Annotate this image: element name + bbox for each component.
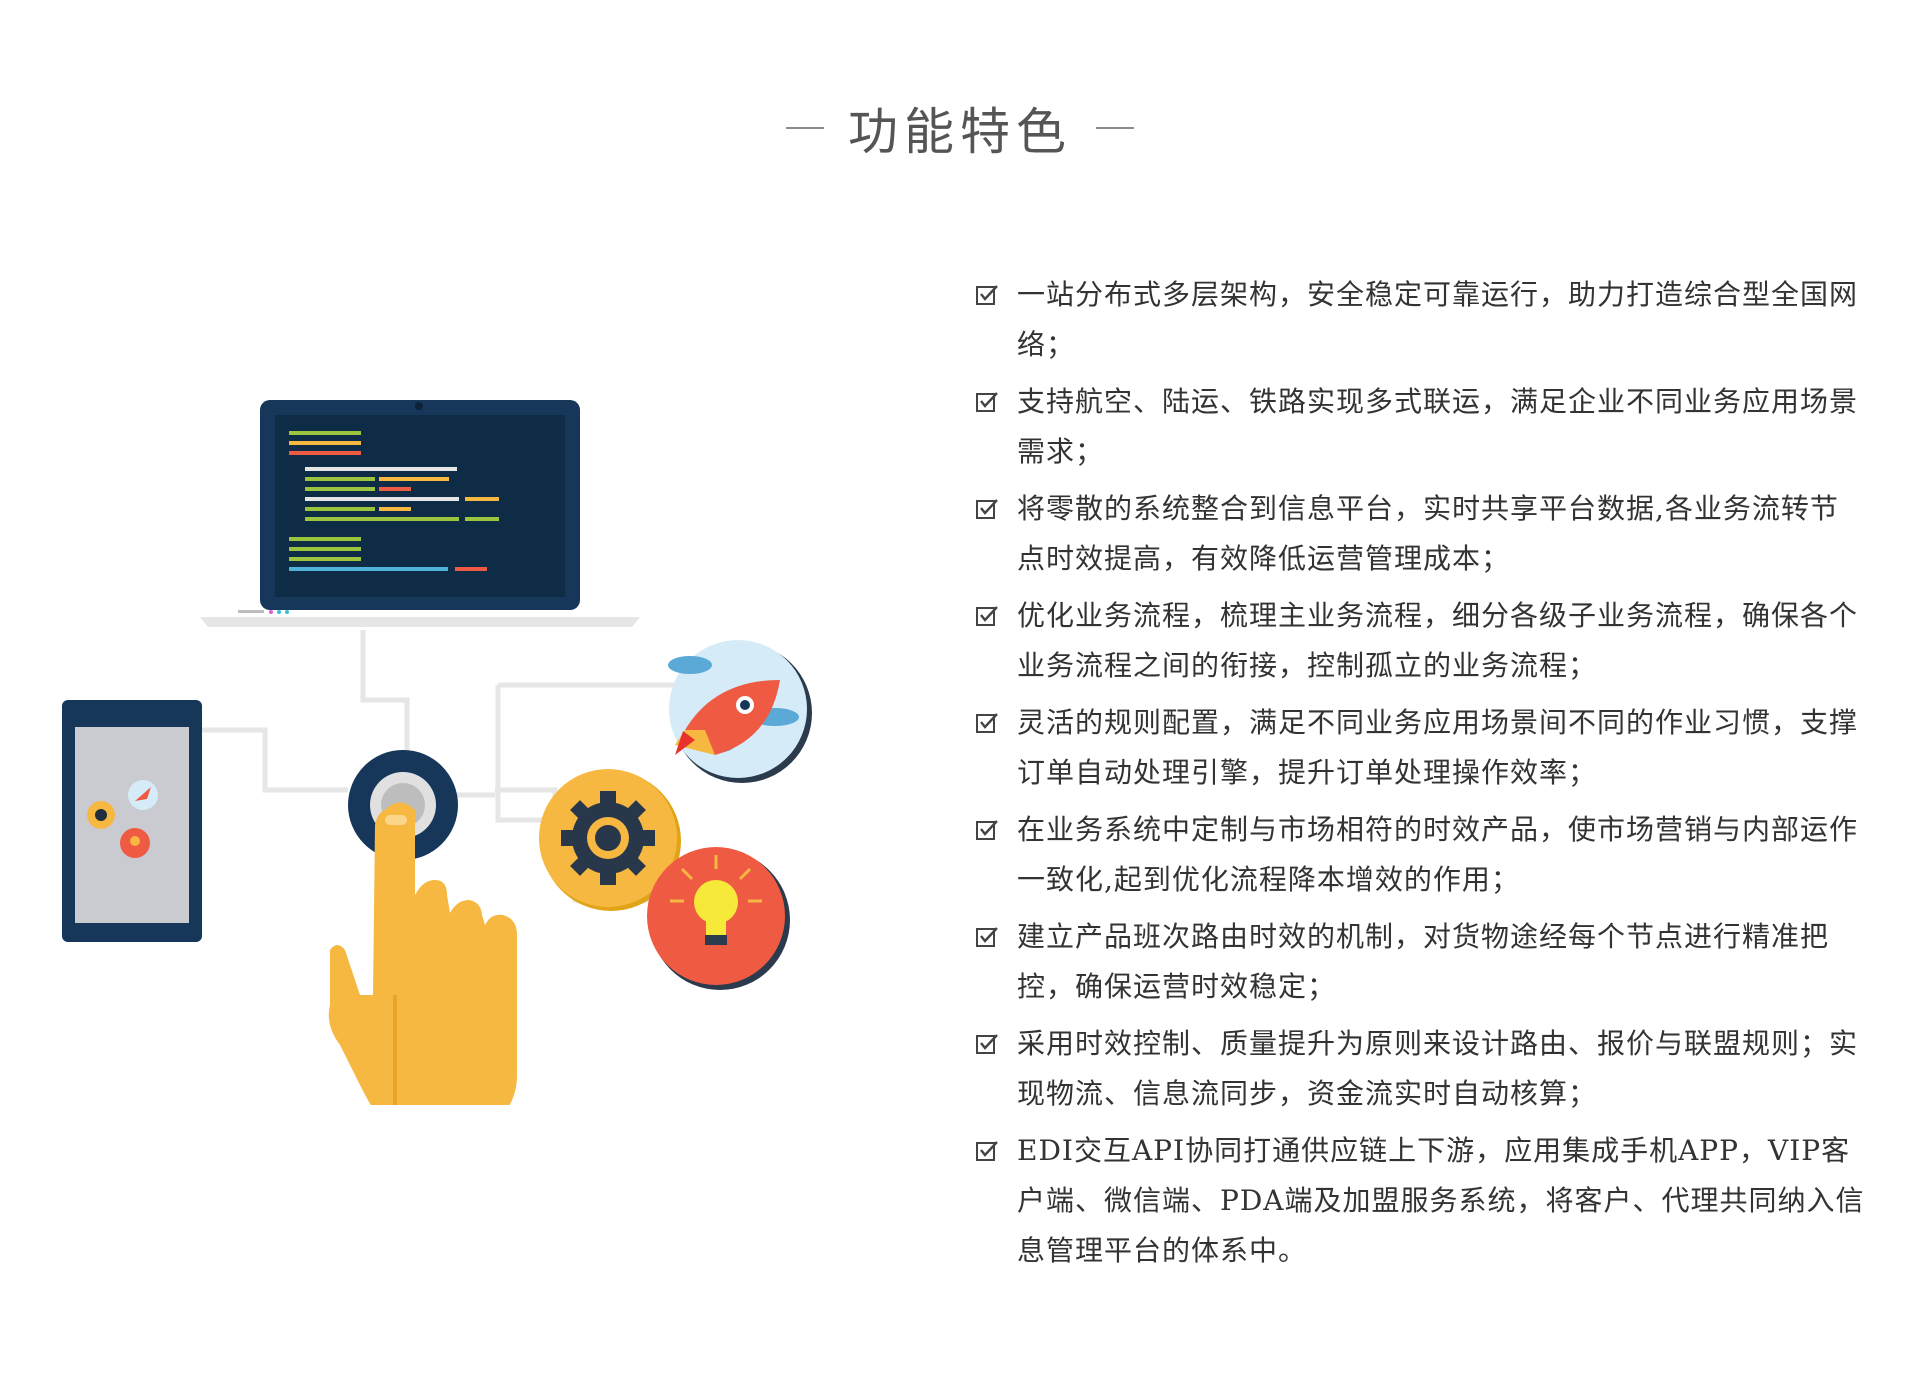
lightbulb-icon — [647, 847, 790, 990]
title-dash-right — [1096, 127, 1134, 129]
rocket-icon — [668, 640, 812, 783]
laptop-icon — [200, 400, 640, 627]
list-item: 在业务系统中定制与市场相符的时效产品，使市场营销与内部运作一致化,起到优化流程降… — [975, 805, 1865, 905]
list-item: 优化业务流程，梳理主业务流程，细分各级子业务流程，确保各个业务流程之间的衔接，控… — [975, 591, 1865, 691]
list-item: 灵活的规则配置，满足不同业务应用场景间不同的作业习惯，支撑订单自动处理引擎，提升… — [975, 698, 1865, 798]
pointing-hand-icon — [328, 802, 517, 1105]
checkbox-icon — [975, 270, 1017, 320]
list-item: 一站分布式多层架构，安全稳定可靠运行，助力打造综合型全国网络； — [975, 270, 1865, 370]
checkbox-icon — [975, 698, 1017, 748]
checkbox-icon — [975, 484, 1017, 534]
title-dash-left — [786, 127, 824, 129]
feature-text: 支持航空、陆运、铁路实现多式联运，满足企业不同业务应用场景需求； — [1017, 385, 1859, 468]
feature-text: 将零散的系统整合到信息平台，实时共享平台数据,各业务流转节点时效提高，有效降低运… — [1017, 492, 1839, 575]
gear-icon — [539, 769, 681, 911]
list-item: EDI交互API协同打通供应链上下游，应用集成手机APP，VIP客户端、微信端、… — [975, 1126, 1865, 1276]
checkbox-icon — [975, 805, 1017, 855]
checkbox-icon — [975, 591, 1017, 641]
feature-text: EDI交互API协同打通供应链上下游，应用集成手机APP，VIP客户端、微信端、… — [1017, 1134, 1865, 1267]
feature-text: 采用时效控制、质量提升为原则来设计路由、报价与联盟规则；实现物流、信息流同步，资… — [1017, 1027, 1859, 1110]
list-item: 支持航空、陆运、铁路实现多式联运，满足企业不同业务应用场景需求； — [975, 377, 1865, 477]
feature-text: 建立产品班次路由时效的机制，对货物途经每个节点进行精准把控，确保运营时效稳定； — [1017, 920, 1830, 1003]
section-header: 功能特色 — [0, 92, 1920, 164]
checkbox-icon — [975, 1019, 1017, 1069]
feature-text: 一站分布式多层架构，安全稳定可靠运行，助力打造综合型全国网络； — [1017, 278, 1859, 361]
checkbox-icon — [975, 912, 1017, 962]
feature-illustration — [62, 400, 812, 1105]
list-item: 建立产品班次路由时效的机制，对货物途经每个节点进行精准把控，确保运营时效稳定； — [975, 912, 1865, 1012]
feature-text: 优化业务流程，梳理主业务流程，细分各级子业务流程，确保各个业务流程之间的衔接，控… — [1017, 599, 1859, 682]
tablet-icon — [62, 700, 202, 942]
checkbox-icon — [975, 377, 1017, 427]
feature-text: 灵活的规则配置，满足不同业务应用场景间不同的作业习惯，支撑订单自动处理引擎，提升… — [1017, 706, 1859, 789]
feature-list: 一站分布式多层架构，安全稳定可靠运行，助力打造综合型全国网络； 支持航空、陆运、… — [975, 270, 1865, 1283]
page-title: 功能特色 — [848, 103, 1072, 161]
checkbox-icon — [975, 1126, 1017, 1176]
feature-text: 在业务系统中定制与市场相符的时效产品，使市场营销与内部运作一致化,起到优化流程降… — [1017, 813, 1859, 896]
list-item: 采用时效控制、质量提升为原则来设计路由、报价与联盟规则；实现物流、信息流同步，资… — [975, 1019, 1865, 1119]
list-item: 将零散的系统整合到信息平台，实时共享平台数据,各业务流转节点时效提高，有效降低运… — [975, 484, 1865, 584]
